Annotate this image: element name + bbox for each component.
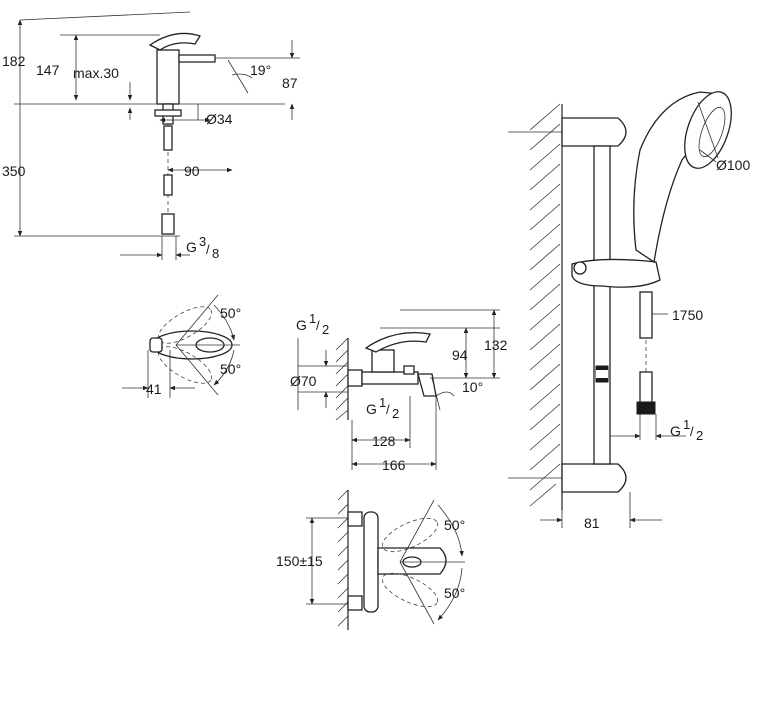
shower-swing-up xyxy=(381,517,439,553)
label-head-diameter: Ø100 xyxy=(716,157,750,173)
label-connection-slash: / xyxy=(206,242,210,257)
bath-mixer-side-view: G 1 / 2 Ø70 G 1 / 2 94 132 10° 128 166 xyxy=(290,309,508,473)
shower-eccentric-top xyxy=(347,511,363,527)
head-diameter-leader xyxy=(699,149,717,163)
label-bath-g-bottom-den: 2 xyxy=(392,406,399,421)
hand-shower-spray xyxy=(697,101,719,159)
bath-spout xyxy=(417,373,437,397)
label-connection-g: G xyxy=(186,239,197,255)
label-spout-height: 87 xyxy=(282,75,298,91)
bath-cartridge xyxy=(371,349,395,373)
label-bath-132: 132 xyxy=(484,337,508,353)
shower-rail-set: Ø100 1750 G 1 / 2 81 xyxy=(508,91,750,531)
hose-upper-section xyxy=(639,291,653,339)
label-max-deck: max.30 xyxy=(73,65,119,81)
label-shower-angle-up: 50° xyxy=(444,517,465,533)
label-bath-g-top: G xyxy=(296,317,307,333)
label-bath-g-top-slash: / xyxy=(316,318,320,333)
label-bath-g-bottom: G xyxy=(366,401,377,417)
label-bath-g-bottom-slash: / xyxy=(386,402,390,417)
faucet-lever xyxy=(148,32,201,51)
label-rail-g: G xyxy=(670,423,681,439)
basin-mixer-side-view: 182 147 max.30 19° 87 Ø34 350 90 G 3 / 8 xyxy=(2,11,300,261)
shower-mixer-view: 150±15 50° 50° xyxy=(276,489,465,630)
shower-eccentric-bottom xyxy=(347,595,363,611)
arc-down xyxy=(213,349,235,386)
label-spout-reach: 90 xyxy=(184,163,200,179)
label-rail-hose-length: 1750 xyxy=(672,307,703,323)
label-rail-g-den: 2 xyxy=(696,428,703,443)
label-hole-diameter: Ø34 xyxy=(206,111,233,127)
label-bath-94: 94 xyxy=(452,347,468,363)
angle-up-line xyxy=(175,294,219,346)
lever-base xyxy=(149,337,163,353)
rail-bracket-bottom xyxy=(561,463,627,493)
faucet-spout xyxy=(178,54,216,63)
label-bath-128: 128 xyxy=(372,433,396,449)
shower-angle-down-line xyxy=(399,561,435,625)
faucet-body xyxy=(156,49,180,105)
bath-flange xyxy=(347,369,363,387)
angle-down-line xyxy=(175,344,219,396)
lever-swing-down xyxy=(157,346,213,384)
label-overall-height: 182 xyxy=(2,53,26,69)
rail-bracket-top xyxy=(561,117,627,147)
label-shower-centers: 150±15 xyxy=(276,553,323,569)
shower-arc-up xyxy=(437,504,464,557)
label-wall-distance: 81 xyxy=(584,515,600,531)
shower-arc-down xyxy=(437,567,463,621)
label-connection-num: 3 xyxy=(199,234,206,249)
label-top-width: 41 xyxy=(146,381,162,397)
bath-spout-angle-arc xyxy=(435,391,455,397)
slider-knob xyxy=(573,261,587,275)
shower-swing-down xyxy=(381,572,439,608)
label-bath-166: 166 xyxy=(382,457,406,473)
rail-bar xyxy=(593,145,611,465)
arc-up xyxy=(213,304,236,341)
label-bath-angle: 10° xyxy=(462,379,483,395)
rail-wall-hatch xyxy=(529,103,561,507)
swivel-arc xyxy=(231,73,253,79)
label-rail-g-num: 1 xyxy=(683,417,690,432)
shower-angle-up-line xyxy=(399,499,435,563)
swivel-line xyxy=(227,59,249,94)
label-connection-den: 8 xyxy=(212,246,219,261)
label-bath-flange: Ø70 xyxy=(290,373,317,389)
hose-mid xyxy=(163,174,173,196)
top-reference-line xyxy=(19,11,191,21)
rail-slider xyxy=(571,258,661,288)
label-rail-g-slash: / xyxy=(690,424,694,439)
basin-mixer-top-view: 50° 50° 41 xyxy=(122,294,241,398)
mounting-plate xyxy=(154,109,182,117)
lever-swing-up xyxy=(157,306,213,344)
label-shower-angle-down: 50° xyxy=(444,585,465,601)
shower-body xyxy=(363,511,379,613)
label-bath-g-top-num: 1 xyxy=(309,311,316,326)
hose-connector xyxy=(161,213,175,235)
bath-diverter xyxy=(403,365,415,375)
bath-spout-axis xyxy=(431,377,441,411)
label-bath-g-top-den: 2 xyxy=(322,322,329,337)
label-top-angle-up: 50° xyxy=(220,305,241,321)
label-body-height: 147 xyxy=(36,62,60,78)
hand-shower-face xyxy=(698,106,726,158)
bath-lever xyxy=(364,331,431,353)
hose-lower-section xyxy=(639,371,653,405)
label-bath-g-bottom-num: 1 xyxy=(379,395,386,410)
hose-nut xyxy=(636,401,656,415)
label-swivel-angle: 19° xyxy=(250,62,271,78)
hose-upper xyxy=(163,125,173,151)
label-hose-length: 350 xyxy=(2,163,26,179)
label-top-angle-down: 50° xyxy=(220,361,241,377)
